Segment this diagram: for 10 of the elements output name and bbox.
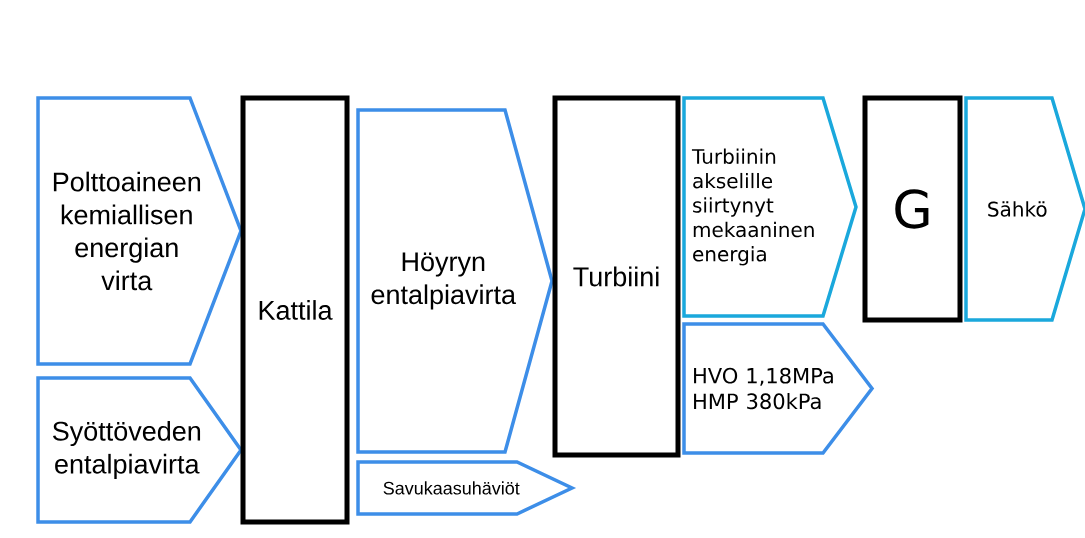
process-box: Turbiini: [552, 95, 681, 458]
chevron-box: Höyryn entalpiavirta: [356, 108, 554, 454]
chevron-box: Syöttöveden entalpiavirta: [36, 376, 244, 524]
process-box: Kattila: [240, 95, 350, 525]
chevron-box: Polttoaineen kemiallisen energian virta: [36, 96, 243, 366]
process-box: G: [862, 95, 963, 323]
chevron-box: Sähkö: [964, 96, 1085, 322]
chevron-box: HVO 1,18MPa HMP 380kPa: [682, 322, 875, 455]
chevron-box: Turbiinin akselille siirtynyt mekaaninen energia: [682, 96, 858, 318]
chevron-box: Savukaasuhäviöt: [356, 460, 577, 516]
